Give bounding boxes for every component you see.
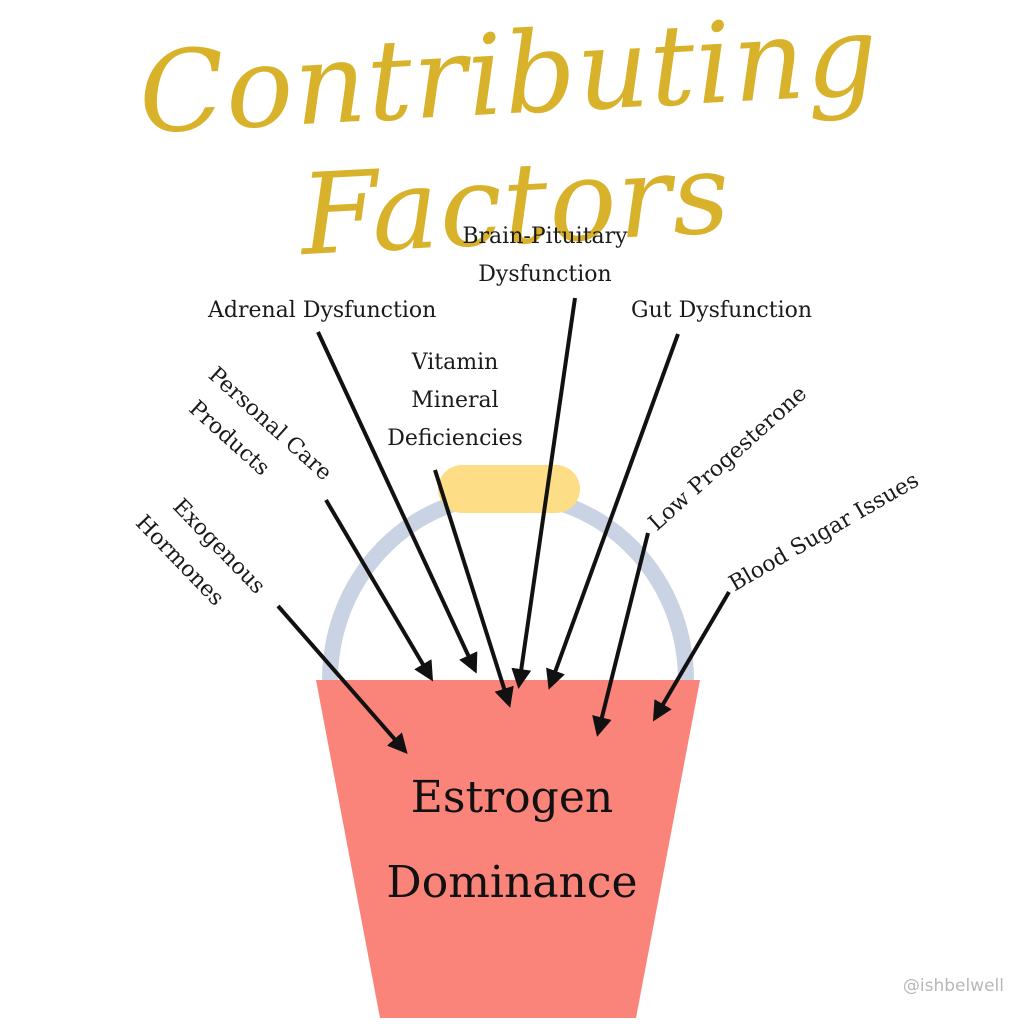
- arrow-gut: [546, 333, 680, 690]
- label-gut-dysfunction: Gut Dysfunction: [631, 298, 813, 323]
- arrow-personal-care: [324, 498, 434, 682]
- bucket-handle-grip: [438, 465, 580, 513]
- arrow-blood-sugar: [652, 590, 731, 722]
- arrow-brain-pituitary: [511, 297, 577, 689]
- bucket-body: [316, 680, 700, 1018]
- arrow-adrenal: [316, 331, 478, 674]
- arrow-vitamin: [433, 469, 514, 708]
- arrow-low-progesterone: [592, 532, 650, 737]
- watermark: @ishbelwell: [902, 976, 1004, 996]
- label-vitamin-mineral-deficiencies: Vitamin Mineral Deficiencies: [387, 350, 523, 451]
- label-adrenal-dysfunction: Adrenal Dysfunction: [208, 298, 437, 323]
- arrow-exogenous: [276, 604, 408, 755]
- label-brain-pituitary: Brain-Pituitary Dysfunction: [462, 224, 628, 287]
- bucket-label-line1: Estrogen: [410, 772, 614, 823]
- bucket-label-line2: Dominance: [386, 857, 638, 908]
